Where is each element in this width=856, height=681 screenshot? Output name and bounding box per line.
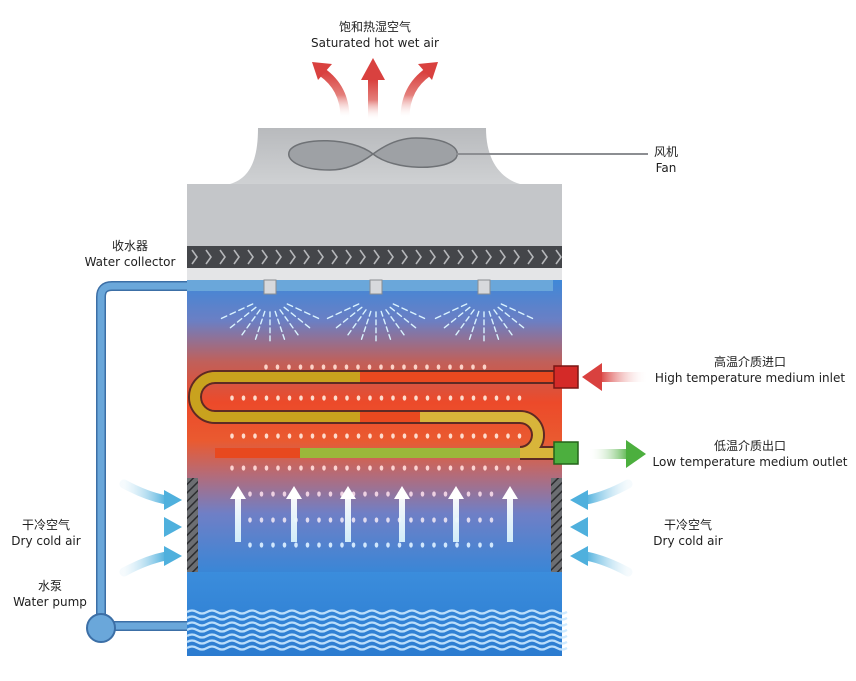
- upflow-arrow: [394, 486, 410, 542]
- dry-cold-air-arrows: [117, 479, 635, 577]
- water-waves: [186, 609, 568, 651]
- heat-exchange-core: [187, 280, 562, 572]
- water-collector: [187, 246, 562, 268]
- right-air-louver: [551, 478, 562, 572]
- upper-casing: [187, 184, 562, 246]
- upflow-arrow: [340, 486, 356, 542]
- air-upflow-arrows: [230, 486, 518, 542]
- medium-outlet-connector: [553, 441, 579, 465]
- low-temp-outlet-label: 低温介质出口 Low temperature medium outlet: [652, 439, 848, 469]
- fan-label: 风机 Fan: [653, 145, 678, 175]
- cold-air-arrow: [570, 517, 635, 537]
- cold-air-arrow: [570, 479, 633, 510]
- upflow-arrow: [230, 486, 246, 542]
- spray-nozzles: [220, 279, 534, 342]
- cold-air-arrow: [117, 517, 182, 537]
- spray-jet: [220, 303, 320, 342]
- dry-cold-air-left-label: 干冷空气 Dry cold air: [11, 518, 81, 548]
- spray-jet: [326, 303, 426, 342]
- cold-air-arrow: [570, 546, 633, 577]
- dry-cold-air-right-label: 干冷空气 Dry cold air: [653, 518, 723, 548]
- outlet-arrow: [588, 440, 646, 468]
- circulation-pipe: [96, 281, 187, 631]
- upflow-arrow: [286, 486, 302, 542]
- upflow-arrow: [502, 486, 518, 542]
- saturated-air-label: 饱和热湿空气 Saturated hot wet air: [311, 20, 439, 50]
- spray-jet: [434, 303, 534, 342]
- cold-air-arrow: [119, 546, 182, 577]
- left-air-louver: [187, 478, 198, 572]
- spray-header-band: [187, 268, 562, 280]
- medium-inlet-connector: [553, 365, 579, 389]
- inlet-arrow: [582, 363, 648, 391]
- heat-coil: [188, 370, 556, 460]
- upflow-arrow: [448, 486, 464, 542]
- water-collector-label: 收水器 Water collector: [84, 239, 176, 269]
- hot-air-arrows: [312, 58, 438, 123]
- cold-air-arrow: [119, 479, 182, 510]
- water-pump-label: 水泵 Water pump: [13, 579, 87, 609]
- water-pump-icon: [86, 613, 116, 643]
- high-temp-inlet-label: 高温介质进口 High temperature medium inlet: [654, 355, 846, 385]
- fan-icon: [288, 137, 458, 171]
